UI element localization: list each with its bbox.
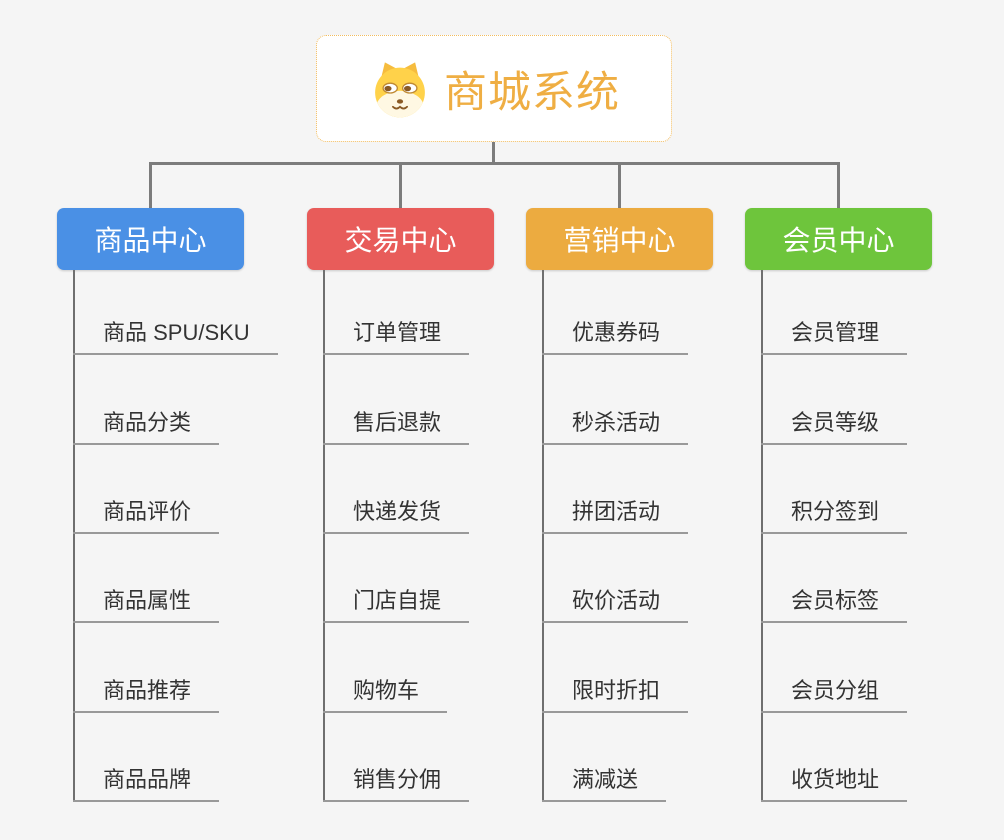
leaf-node[interactable]: 快递发货: [323, 498, 470, 534]
leaf-node[interactable]: 会员等级: [761, 409, 908, 445]
leaf-node[interactable]: 积分签到: [761, 498, 908, 534]
branch-spine-line: [323, 270, 325, 802]
leaf-node[interactable]: 购物车: [323, 677, 448, 713]
leaf-node[interactable]: 商品分类: [73, 409, 220, 445]
branch-spine-line: [542, 270, 544, 802]
connector-stub: [837, 162, 840, 208]
leaf-node[interactable]: 拼团活动: [542, 498, 689, 534]
leaf-node[interactable]: 会员管理: [761, 319, 908, 355]
branch-node[interactable]: 交易中心: [307, 208, 494, 270]
branch-node[interactable]: 营销中心: [526, 208, 713, 270]
root-title: 商城系统: [444, 68, 620, 117]
leaf-node[interactable]: 会员分组: [761, 677, 908, 713]
leaf-node[interactable]: 商品推荐: [73, 677, 220, 713]
dog-face-icon: [368, 57, 432, 121]
branch-spine-line: [73, 270, 75, 802]
leaf-node[interactable]: 商品属性: [73, 587, 220, 623]
connector-stub: [149, 162, 152, 208]
leaf-node[interactable]: 砍价活动: [542, 587, 689, 623]
leaf-node[interactable]: 限时折扣: [542, 677, 689, 713]
branch-node[interactable]: 会员中心: [745, 208, 932, 270]
leaf-node[interactable]: 门店自提: [323, 587, 470, 623]
leaf-node[interactable]: 销售分佣: [323, 766, 470, 802]
branch-node[interactable]: 商品中心: [57, 208, 244, 270]
connector-stub: [399, 162, 402, 208]
leaf-node[interactable]: 售后退款: [323, 409, 470, 445]
leaf-node[interactable]: 订单管理: [323, 319, 470, 355]
branch-spine-line: [761, 270, 763, 802]
leaf-node[interactable]: 会员标签: [761, 587, 908, 623]
leaf-node[interactable]: 满减送: [542, 766, 667, 802]
leaf-node[interactable]: 商品 SPU/SKU: [73, 319, 278, 355]
root-node[interactable]: 商城系统: [316, 35, 672, 142]
leaf-node[interactable]: 收货地址: [761, 766, 908, 802]
leaf-node[interactable]: 秒杀活动: [542, 409, 689, 445]
connector-root-stub: [492, 142, 495, 165]
leaf-node[interactable]: 商品品牌: [73, 766, 220, 802]
leaf-node[interactable]: 商品评价: [73, 498, 220, 534]
connector-trunk: [149, 162, 840, 165]
leaf-node[interactable]: 优惠券码: [542, 319, 689, 355]
connector-stub: [618, 162, 621, 208]
